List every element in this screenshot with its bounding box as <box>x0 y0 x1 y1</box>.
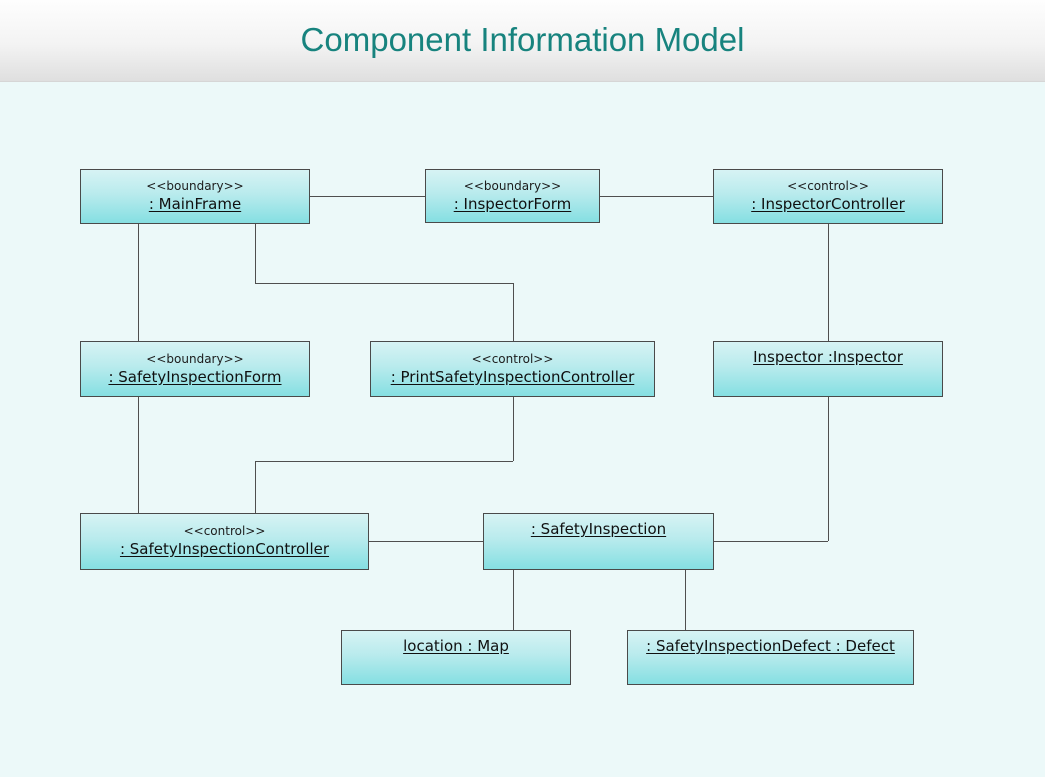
node-name-label: location : Map <box>403 637 509 655</box>
node-name-label: Inspector :Inspector <box>753 348 903 366</box>
uml-node-location-map[interactable]: location : Map <box>341 630 571 685</box>
edge-inspector-object-to-safety-inspection <box>714 541 828 542</box>
footer-strip <box>0 777 1045 783</box>
uml-node-print-safety-inspection-controller[interactable]: <<control>>: PrintSafetyInspectionContro… <box>370 341 655 397</box>
node-name-label: : InspectorForm <box>453 194 572 213</box>
stereotype-label: <<control>> <box>183 524 266 538</box>
node-name-label: : SafetyInspectionController <box>119 540 330 558</box>
edge-safety-inspection-form-to-safety-inspection-controller <box>138 397 139 513</box>
stereotype-label: <<boundary>> <box>463 178 562 193</box>
edge-print-safety-inspection-controller-to-safety-inspection-controller <box>255 461 256 513</box>
header: Component Information Model <box>0 0 1045 82</box>
uml-node-safety-inspection[interactable]: : SafetyInspection <box>483 513 714 570</box>
edge-safety-inspection-to-location-map <box>513 570 514 630</box>
node-name-label: : InspectorController <box>751 195 905 213</box>
edge-mainframe-to-inspector-form <box>310 196 425 197</box>
uml-node-inspector-object[interactable]: Inspector :Inspector <box>713 341 943 397</box>
edge-print-safety-inspection-controller-to-safety-inspection-controller <box>513 397 514 461</box>
uml-node-safety-inspection-defect[interactable]: : SafetyInspectionDefect : Defect <box>627 630 914 685</box>
edge-safety-inspection-controller-to-safety-inspection <box>369 541 483 542</box>
edge-mainframe-to-print-safety-inspection-controller <box>255 283 513 284</box>
edge-safety-inspection-to-safety-inspection-defect <box>685 570 686 630</box>
node-name-label: : SafetyInspectionForm <box>108 367 282 386</box>
node-name-label: : SafetyInspectionDefect : Defect <box>646 637 895 655</box>
stereotype-label: <<control>> <box>471 351 554 366</box>
edge-mainframe-to-print-safety-inspection-controller <box>513 283 514 341</box>
edge-mainframe-to-print-safety-inspection-controller <box>255 224 256 283</box>
stereotype-label: <<boundary>> <box>146 351 244 366</box>
uml-node-inspector-form[interactable]: <<boundary>>: InspectorForm <box>425 169 600 223</box>
edge-print-safety-inspection-controller-to-safety-inspection-controller <box>255 461 513 462</box>
uml-node-safety-inspection-controller[interactable]: <<control>> : SafetyInspectionController <box>80 513 369 570</box>
edge-inspector-object-to-safety-inspection <box>828 397 829 541</box>
stereotype-label: <<boundary>> <box>146 179 244 193</box>
edge-inspector-controller-to-inspector-object <box>828 224 829 341</box>
page-title: Component Information Model <box>300 21 745 58</box>
node-name-label: : MainFrame <box>148 195 242 213</box>
node-name-label: : PrintSafetyInspectionController <box>390 367 635 386</box>
edge-mainframe-to-safety-inspection-form <box>138 224 139 341</box>
node-name-label: : SafetyInspection <box>530 520 667 538</box>
edge-inspector-form-to-inspector-controller <box>600 196 713 197</box>
uml-node-inspector-controller[interactable]: <<control>> : InspectorController <box>713 169 943 224</box>
stereotype-label: <<control>> <box>787 179 869 193</box>
uml-node-mainframe[interactable]: <<boundary>> : MainFrame <box>80 169 310 224</box>
uml-node-safety-inspection-form[interactable]: <<boundary>>: SafetyInspectionForm <box>80 341 310 397</box>
